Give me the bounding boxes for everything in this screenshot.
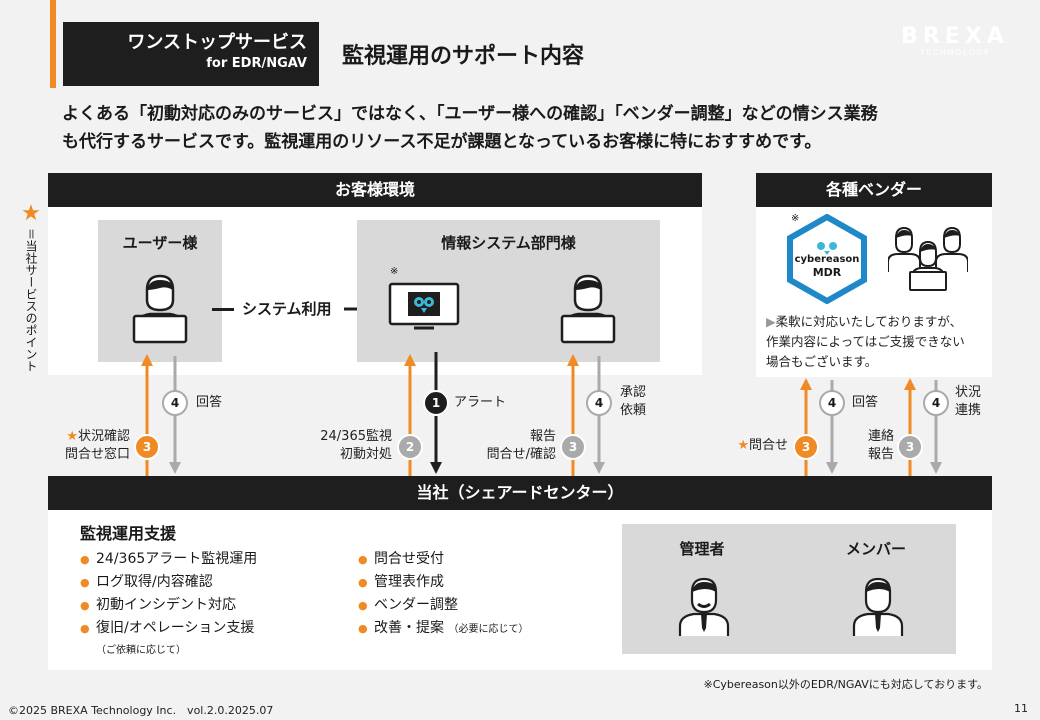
person-laptop-icon xyxy=(132,274,188,344)
status-sync-line1: 状況 xyxy=(955,385,982,400)
monitor-owl-icon xyxy=(388,282,460,330)
user-inquiry-label: ★状況確認 問合せ窓口 xyxy=(40,428,130,464)
user-inquiry-line2: 問合せ窓口 xyxy=(64,447,130,462)
system-use-line xyxy=(212,308,234,311)
service-title-box: ワンストップサービス for EDR/NGAV xyxy=(63,22,319,86)
badge-brand: cybereason xyxy=(794,254,860,265)
user-answer-label: 回答 xyxy=(196,395,223,410)
left-list-note: （ご依頼に応じて） xyxy=(96,645,186,656)
member-person-icon xyxy=(852,577,904,636)
list-item: ログ取得/内容確認 xyxy=(80,571,257,594)
customer-note-mark: ※ xyxy=(390,266,399,277)
step-3-vendor: 3 xyxy=(793,434,819,460)
right-list-note: （必要に応じて） xyxy=(448,624,529,635)
support-list-right: 問合せ受付 管理表作成 ベンダー調整 改善・提案 （必要に応じて） xyxy=(358,548,528,641)
star-icon: ★ xyxy=(66,429,78,444)
users-label: ユーザー様 xyxy=(122,234,198,252)
support-list-left: 24/365アラート監視運用 ログ取得/内容確認 初動インシデント対応 復旧/オ… xyxy=(80,548,257,640)
step-2-it: 2 xyxy=(397,434,423,460)
accent-bar xyxy=(50,0,56,88)
vendor-note-line2: 作業内容によってはご支援できない xyxy=(766,334,965,349)
vendor-note-line1: 柔軟に対応いたしておりますが、 xyxy=(775,314,963,329)
service-subtitle: for EDR/NGAV xyxy=(206,56,307,71)
report-line2: 問合せ/確認 xyxy=(486,447,556,462)
badge-product: MDR xyxy=(812,266,842,279)
vendor-header: 各種ベンダー xyxy=(756,173,992,207)
lead-text: よくある「初動対応のみのサービス」ではなく、「ユーザー様への確認」「ベンダー調整… xyxy=(62,100,1002,156)
support-title: 監視運用支援 xyxy=(80,524,177,543)
logo-main: BREXA xyxy=(901,24,1009,49)
customer-header: お客様環境 xyxy=(48,173,702,207)
monitoring-line1: 24/365監視 xyxy=(320,429,392,444)
service-title: ワンストップサービス xyxy=(127,32,307,53)
member-label: メンバー xyxy=(845,540,906,558)
vendor-note-line3: 場合もございます。 xyxy=(766,354,878,369)
monitoring-line2: 初動対処 xyxy=(339,447,392,462)
side-legend: ★ ＝当社サービスのポイント xyxy=(14,201,48,373)
list-item: 24/365アラート監視運用 xyxy=(80,548,257,571)
it-dept-label: 情報システム部門様 xyxy=(441,234,576,252)
status-sync-line2: 連携 xyxy=(955,403,982,418)
shared-center-header: 当社（シェアードセンター） xyxy=(48,476,992,510)
group-laptop-icon xyxy=(888,226,968,291)
list-item: 改善・提案 （必要に応じて） xyxy=(358,617,528,641)
cybereason-mdr-badge xyxy=(787,214,867,304)
arrow-vendor-up xyxy=(800,378,812,476)
lead-line1: よくある「初動対応のみのサービス」ではなく、「ユーザー様への確認」「ベンダー調整… xyxy=(62,104,878,124)
page-title: 監視運用のサポート内容 xyxy=(342,44,585,69)
contact-label: 連絡 報告 xyxy=(852,428,894,464)
brexa-logo: BREXA TECHNOLOGY xyxy=(880,26,1030,58)
list-item: 初動インシデント対応 xyxy=(80,594,257,617)
vendor-answer-label: 回答 xyxy=(852,395,879,410)
report-line1: 報告 xyxy=(529,429,556,444)
contact-line2: 報告 xyxy=(867,447,894,462)
report-label: 報告 問合せ/確認 xyxy=(464,428,556,464)
admin-person-icon xyxy=(678,577,730,636)
step-4-user: 4 xyxy=(162,390,188,416)
step-3-it: 3 xyxy=(560,434,586,460)
approval-line1: 承認 xyxy=(620,385,647,400)
status-sync-label: 状況 連携 xyxy=(955,384,981,420)
vendor-inquiry-label: ★問合せ xyxy=(716,437,788,455)
side-legend-text: ＝当社サービスのポイント xyxy=(24,228,38,373)
page-number: 11 xyxy=(1014,702,1028,715)
alert-label: アラート xyxy=(454,395,507,410)
step-1-alert: 1 xyxy=(423,390,449,416)
list-item: 管理表作成 xyxy=(358,571,528,594)
step-4-it: 4 xyxy=(586,390,612,416)
arrow-vendor2-up xyxy=(904,378,916,476)
contact-line1: 連絡 xyxy=(867,429,894,444)
vendor-note: ▶柔軟に対応いたしておりますが、 作業内容によってはご支援できない 場合もござい… xyxy=(766,312,988,372)
admin-label: 管理者 xyxy=(679,540,725,558)
step-4-vendor2: 4 xyxy=(923,390,949,416)
approval-label: 承認 依頼 xyxy=(620,384,646,420)
it-staff-laptop-icon xyxy=(560,274,616,344)
list-item: 復旧/オペレーション支援 xyxy=(80,617,257,640)
monitoring-label: 24/365監視 初動対処 xyxy=(296,428,392,464)
vendor-inquiry-text: 問合せ xyxy=(748,438,788,453)
logo-sub: TECHNOLOGY xyxy=(920,48,990,57)
step-3-user: 3 xyxy=(134,434,160,460)
list-item-text: 改善・提案 xyxy=(374,620,444,636)
list-item: ベンダー調整 xyxy=(358,594,528,617)
step-4-vendor: 4 xyxy=(819,390,845,416)
star-icon: ★ xyxy=(21,201,41,226)
system-use-label: システム利用 xyxy=(242,300,332,318)
vendor-note-mark: ※ xyxy=(791,213,800,224)
footer-note: ※Cybereason以外のEDR/NGAVにも対応しております。 xyxy=(703,678,989,691)
lead-line2: も代行するサービスです。監視運用のリソース不足が課題となっているお客様に特におす… xyxy=(62,132,822,152)
copyright: ©2025 BREXA Technology Inc. vol.2.0.2025… xyxy=(8,704,274,717)
triangle-bullet-icon: ▶ xyxy=(766,314,776,329)
users-box: ユーザー様 xyxy=(98,220,222,362)
list-item: 問合せ受付 xyxy=(358,548,528,571)
user-inquiry-line1: 状況確認 xyxy=(77,429,130,444)
staff-panel: 管理者 メンバー xyxy=(622,524,956,654)
approval-line2: 依頼 xyxy=(620,403,647,418)
step-3-vendor2: 3 xyxy=(897,434,923,460)
star-icon: ★ xyxy=(737,438,749,453)
